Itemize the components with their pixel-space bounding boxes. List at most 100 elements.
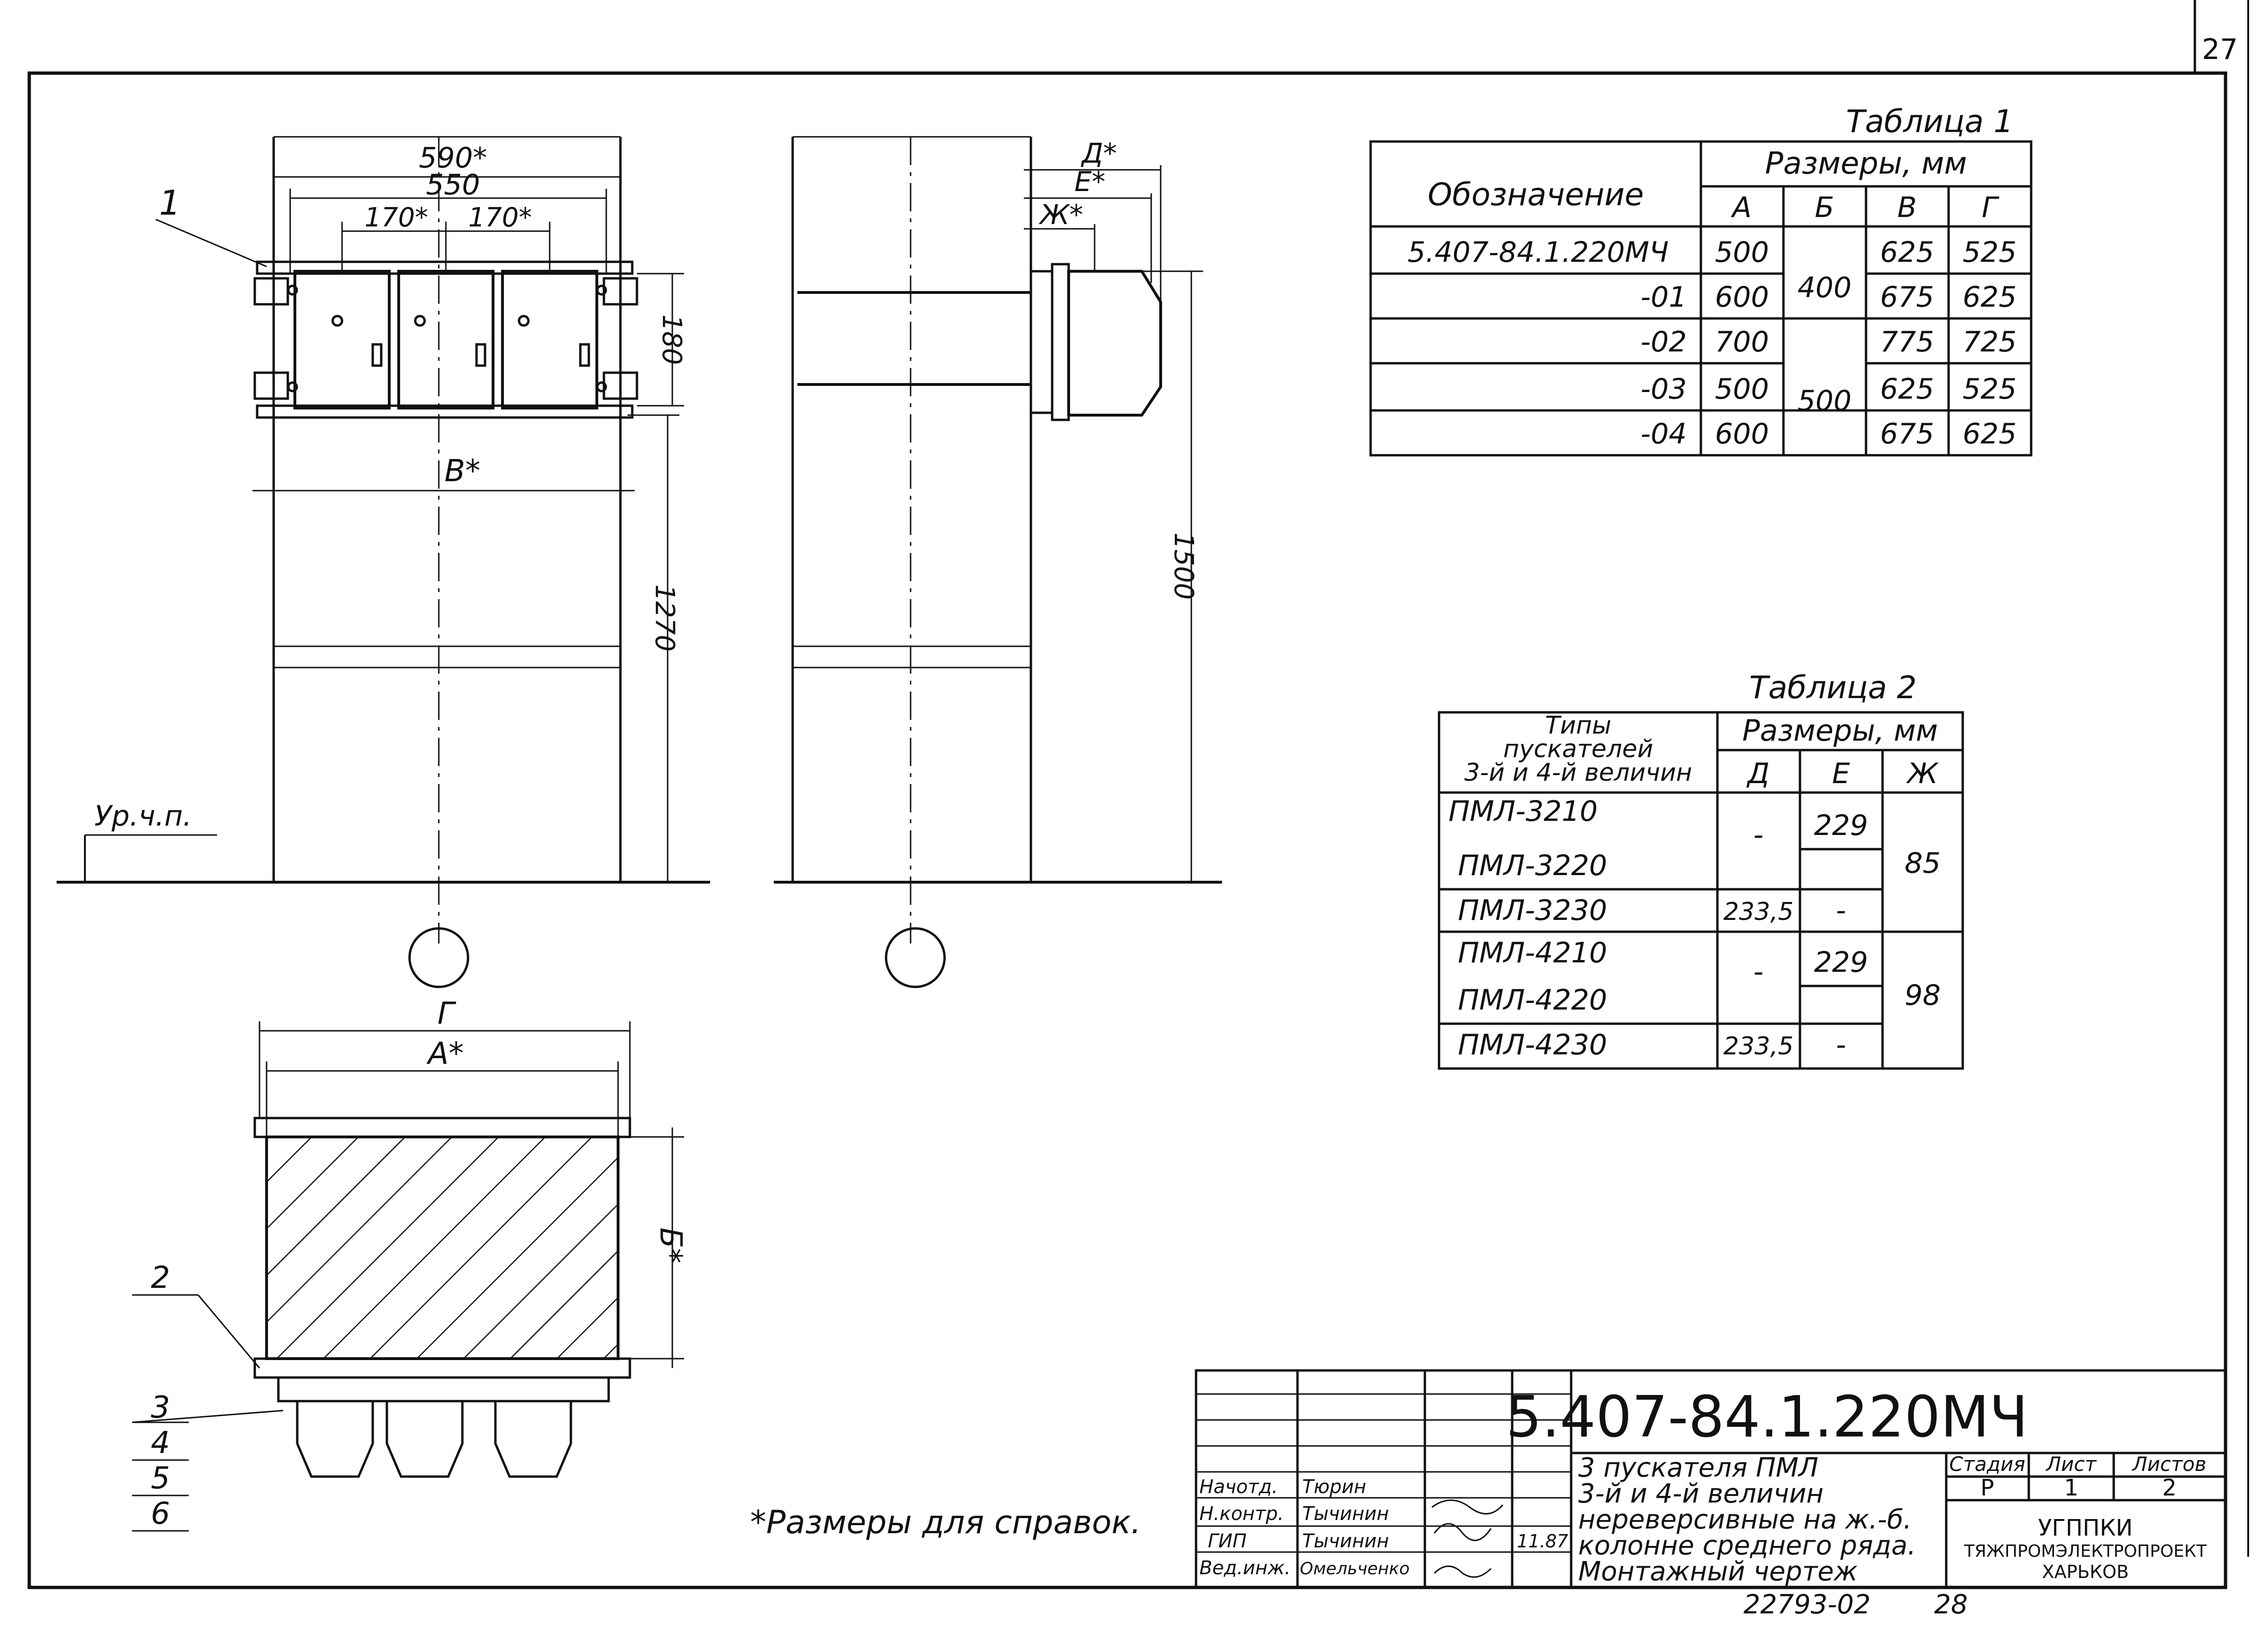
table-cell: 625 [1963, 418, 2017, 451]
table-1-head-sizes: Размеры, мм [1765, 146, 1967, 181]
table-1-col-V: В [1897, 191, 1917, 224]
callout-1: 1 [159, 183, 181, 223]
role-label: Н.контр. [1199, 1503, 1284, 1525]
sheets-value: 2 [2162, 1475, 2177, 1501]
dim-Б: Б* [653, 1227, 688, 1263]
table-row: -03 [1640, 373, 1687, 406]
footnote: *Размеры для справок. [750, 1504, 1141, 1541]
person-name: Омельченко [1300, 1559, 1410, 1578]
table-cell: 98 [1905, 979, 1941, 1012]
dim-A: А* [426, 1036, 464, 1071]
table-1-head-designation: Обозначение [1428, 176, 1644, 213]
table-row: ПМЛ-4230 [1458, 1028, 1607, 1061]
callout-3: 3 [151, 1390, 170, 1425]
table-cell: 625 [1963, 281, 2017, 314]
dim-550: 550 [426, 168, 480, 201]
table-1-col-A: А [1730, 191, 1751, 224]
dim-D: Д* [1080, 137, 1117, 169]
table-cell: 400 [1798, 271, 1852, 304]
person-name: Тюрин [1302, 1476, 1366, 1498]
table-row: ПМЛ-4220 [1458, 984, 1607, 1017]
table-1-rows: 5.407-84.1.220МЧ -01 -02 -03 -04 500 600… [1407, 236, 2017, 451]
org-line-1: УГППКИ [2038, 1515, 2133, 1541]
callout-5: 5 [151, 1461, 170, 1496]
org-line-3: ХАРЬКОВ [2042, 1561, 2129, 1582]
table-cell: 725 [1963, 326, 2017, 359]
side-view [774, 136, 1222, 988]
table-2-head-sizes: Размеры, мм [1742, 713, 1938, 748]
table-cell: 675 [1880, 418, 1934, 451]
table-cell: 500 [1715, 373, 1769, 406]
dim-1270: 1270 [649, 585, 680, 652]
title-line-3: нереверсивные на ж.-б. [1578, 1504, 1912, 1535]
dim-Zh: Ж* [1038, 199, 1083, 231]
callout-6: 6 [151, 1496, 170, 1531]
table-2-title: Таблица 2 [1749, 669, 1917, 706]
table-1-col-G: Г [1982, 191, 2000, 224]
table-cell: - [1753, 955, 1764, 988]
org-line-2: ТЯЖПРОМЭЛЕКТРОПРОЕКТ [1964, 1542, 2207, 1561]
person-name: Тычинин [1302, 1530, 1389, 1552]
table-cell: 229 [1814, 946, 1868, 979]
table-cell: 233,5 [1724, 1032, 1794, 1060]
callout-4: 4 [151, 1426, 170, 1461]
table-cell: - [1753, 818, 1764, 852]
person-name: Тычинин [1302, 1503, 1389, 1525]
title-line-1: 3 пускателя ПМЛ [1578, 1453, 1818, 1483]
table-row: ПМЛ-3220 [1458, 849, 1607, 882]
sheet-label: Лист [2045, 1453, 2097, 1476]
page-number: 27 [2202, 33, 2238, 66]
sheets-label: Листов [2132, 1453, 2207, 1476]
dim-170-left: 170* [365, 202, 428, 233]
role-label: Начотд. [1199, 1476, 1278, 1498]
table-row: -01 [1640, 281, 1687, 314]
sheet-frame [27, 0, 2249, 1589]
table-2-col-Zh: Ж [1906, 757, 1939, 790]
table-cell: 675 [1880, 281, 1934, 314]
table-1-col-B: Б [1815, 191, 1834, 224]
table-2-head-types-2: пускателей [1503, 735, 1653, 763]
table-cell: 229 [1814, 809, 1868, 842]
dim-G: Г [437, 996, 456, 1031]
table-cell: 525 [1963, 373, 2017, 406]
role-label: ГИП [1208, 1530, 1247, 1552]
archive-sheet: 28 [1934, 1589, 1967, 1620]
table-cell: 600 [1715, 418, 1769, 451]
dim-E: Е* [1074, 166, 1105, 198]
title-line-4: колонне среднего ряда. [1578, 1530, 1916, 1561]
table-row: 5.407-84.1.220МЧ [1407, 236, 1669, 269]
table-cell: 233,5 [1724, 898, 1794, 926]
table-row: -02 [1640, 326, 1687, 359]
role-label: Вед.инж. [1199, 1557, 1290, 1579]
table-cell: 525 [1963, 236, 2017, 269]
dim-180: 180 [656, 315, 687, 365]
table-cell: 625 [1880, 236, 1934, 269]
archive-number: 22793-02 [1743, 1589, 1871, 1620]
dim-590: 590* [419, 142, 487, 175]
table-cell: 500 [1715, 236, 1769, 269]
stage-value: Р [1981, 1475, 1994, 1501]
sheet-value: 1 [2064, 1475, 2079, 1501]
sign-date: 11.87 [1517, 1531, 1568, 1552]
approval-list: Начотд. Н.контр. ГИП Вед.инж. Тюрин Тычи… [1199, 1476, 1568, 1579]
table-2 [1438, 711, 1964, 1070]
table-cell: 700 [1715, 326, 1769, 359]
table-1 [1369, 140, 2033, 457]
title-line-2: 3-й и 4-й величин [1578, 1478, 1824, 1509]
title-line-5: Монтажный чертеж [1578, 1556, 1858, 1587]
table-1-title: Таблица 1 [1846, 103, 2014, 140]
stage-label: Стадия [1949, 1453, 2025, 1476]
table-row: ПМЛ-3210 [1448, 795, 1598, 828]
table-2-head-types-1: Типы [1545, 711, 1612, 740]
front-view [57, 136, 710, 988]
ground-level-label: Ур.ч.п. [94, 800, 192, 833]
table-cell: 600 [1715, 281, 1769, 314]
table-cell: 500 [1798, 384, 1852, 418]
dim-B: В* [444, 454, 480, 489]
table-cell: 85 [1905, 847, 1941, 880]
title-block [1195, 1369, 2227, 1589]
table-row: ПМЛ-3230 [1458, 894, 1607, 927]
table-cell: - [1836, 894, 1846, 927]
dim-1500: 1500 [1168, 533, 1199, 600]
